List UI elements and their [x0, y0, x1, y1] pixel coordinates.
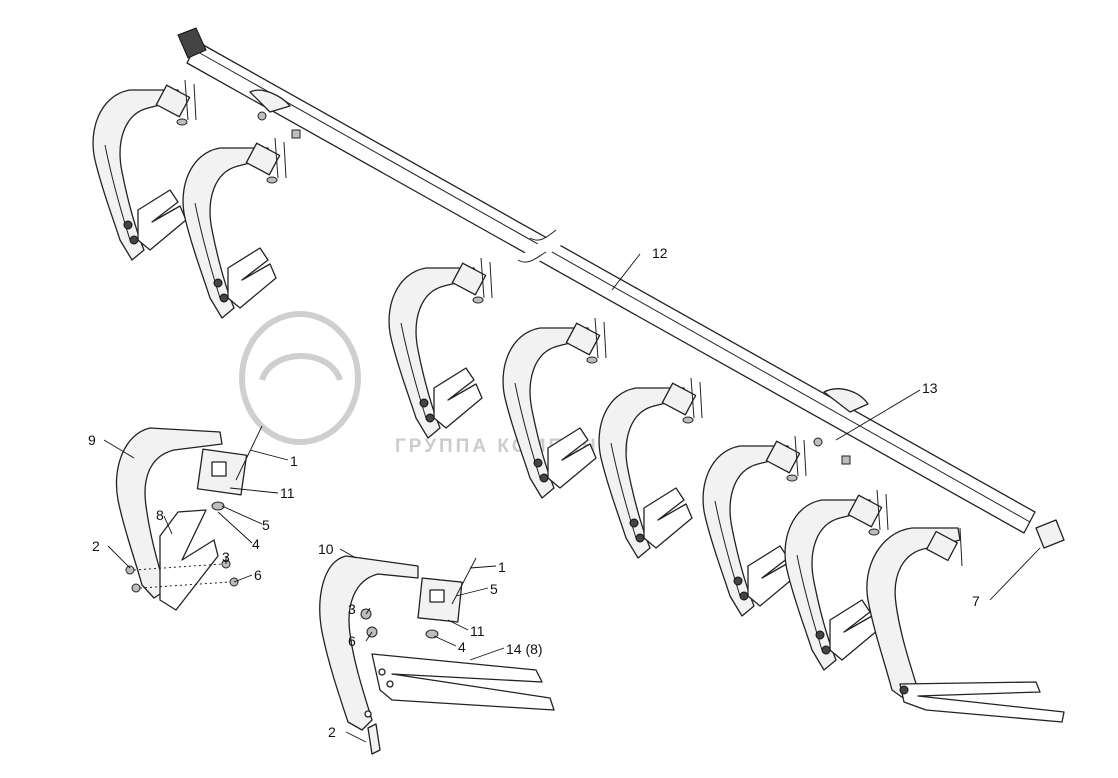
exploded-assembly-left [115, 425, 263, 611]
callout-13: 13 [922, 380, 938, 396]
callout-4: 4 [252, 536, 260, 552]
callout-2-bottom: 2 [328, 724, 336, 740]
end-cap-7 [1035, 519, 1065, 549]
callout-6: 6 [254, 567, 262, 583]
callout-7: 7 [972, 593, 980, 609]
callout-4-bottom: 4 [458, 639, 466, 655]
callout-14: 14 (8) [506, 641, 543, 657]
callout-3-bottom: 3 [348, 601, 356, 617]
callout-5-bottom: 5 [490, 581, 498, 597]
bar-fasteners [257, 111, 851, 465]
callout-12: 12 [652, 245, 668, 261]
callout-11: 11 [280, 485, 295, 501]
exploded-assembly-bottom [319, 555, 555, 755]
callout-1: 1 [290, 453, 298, 469]
callout-6-bottom: 6 [348, 633, 356, 649]
end-tine-with-plate [866, 527, 1065, 723]
callout-8: 8 [156, 507, 164, 523]
callout-2: 2 [92, 538, 100, 554]
callout-10: 10 [318, 541, 334, 557]
callout-9: 9 [88, 432, 96, 448]
callout-1-bottom: 1 [498, 559, 506, 575]
callout-3: 3 [222, 549, 230, 565]
watermark-logo-icon [239, 311, 361, 445]
callout-labels: 12 13 7 9 1 11 5 4 8 2 3 6 10 1 5 3 6 11… [88, 245, 980, 740]
callout-11-bottom: 11 [470, 623, 485, 639]
callout-5: 5 [262, 517, 270, 533]
main-bar [177, 27, 1065, 549]
watermark-subtitle: ГРУППА КОМПАНИЙ [395, 435, 632, 457]
leader-lines [103, 253, 1041, 743]
